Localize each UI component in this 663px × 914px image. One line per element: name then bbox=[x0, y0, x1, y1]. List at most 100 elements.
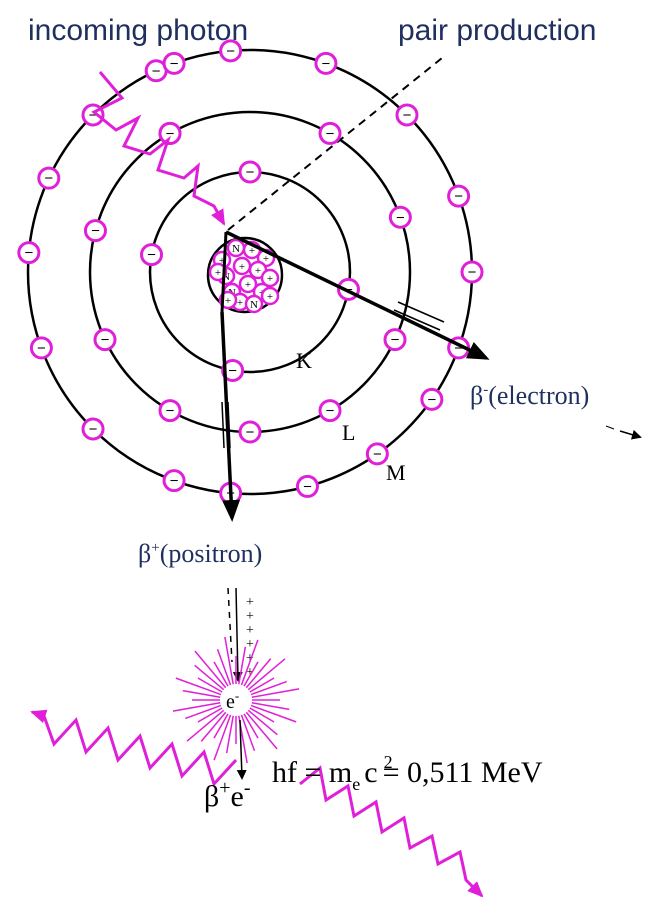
positron-plus-sign: + bbox=[246, 651, 254, 666]
svg-text:−: − bbox=[468, 264, 477, 281]
burst-ray bbox=[172, 702, 221, 712]
svg-text:+: + bbox=[225, 295, 231, 307]
svg-text:−: − bbox=[228, 362, 237, 379]
proton-particle: + bbox=[238, 274, 258, 294]
svg-text:−: − bbox=[147, 247, 156, 264]
burst-ray bbox=[213, 713, 229, 739]
svg-text:−: − bbox=[101, 332, 110, 349]
svg-text:−: − bbox=[303, 478, 312, 495]
pair-beta-e-label: β+e- bbox=[204, 777, 251, 813]
svg-text:−: − bbox=[373, 446, 382, 463]
svg-text:+: + bbox=[215, 267, 221, 279]
electron-marker: − bbox=[460, 260, 484, 284]
electron-marker: − bbox=[219, 39, 243, 63]
neutron-particle: N bbox=[244, 294, 264, 314]
burst-ray bbox=[213, 714, 232, 761]
svg-text:+: + bbox=[249, 245, 255, 257]
svg-text:−: − bbox=[170, 55, 179, 72]
burst-ray bbox=[250, 704, 297, 723]
burst-ray bbox=[249, 707, 275, 723]
pair-production-dashed-line bbox=[227, 57, 443, 231]
svg-text:−: − bbox=[326, 403, 335, 420]
svg-text:+: + bbox=[239, 261, 245, 273]
orbital-electrons: −−−−−−−−−−−−−−−−−−−−−−−−−−−−−−−− bbox=[17, 39, 484, 505]
burst-ray bbox=[245, 658, 272, 689]
svg-text:+: + bbox=[255, 265, 261, 277]
svg-text:−: − bbox=[166, 403, 175, 420]
electron-marker: − bbox=[140, 243, 164, 267]
burst-ray bbox=[194, 650, 227, 689]
positron-track bbox=[232, 587, 243, 682]
svg-text:−: − bbox=[454, 188, 463, 205]
electron-track-tick-2 bbox=[393, 309, 441, 331]
electron-marker: − bbox=[158, 399, 182, 423]
neutron-particle: N bbox=[226, 238, 246, 258]
burst-ray bbox=[197, 707, 223, 723]
svg-text:−: − bbox=[226, 43, 235, 60]
gamma-ray-right bbox=[299, 765, 484, 898]
svg-text:−: − bbox=[246, 424, 255, 441]
svg-text:−: − bbox=[326, 125, 335, 142]
burst-ray bbox=[238, 646, 247, 685]
svg-text:−: − bbox=[391, 332, 400, 349]
electron-marker: − bbox=[37, 166, 61, 190]
svg-text:−: − bbox=[24, 245, 33, 262]
electron-marker: − bbox=[447, 184, 471, 208]
burst-ray bbox=[251, 688, 300, 698]
burst-ray bbox=[216, 649, 232, 686]
svg-text:N: N bbox=[222, 271, 230, 283]
svg-text:N: N bbox=[232, 243, 240, 255]
positron-charge-signs: ++++++ bbox=[246, 595, 254, 680]
pair-production-label: pair production bbox=[398, 14, 596, 47]
burst-ray bbox=[247, 658, 286, 691]
burst-ray bbox=[185, 704, 222, 720]
svg-text:−: − bbox=[91, 223, 100, 240]
burst-ray bbox=[243, 661, 259, 687]
beta-plus-label: β+(positron) bbox=[138, 539, 262, 568]
svg-text:−: − bbox=[89, 421, 98, 438]
electron-track bbox=[225, 230, 490, 360]
electron-marker: − bbox=[395, 103, 419, 127]
positron-plus-sign: + bbox=[246, 665, 254, 680]
burst-ray bbox=[249, 677, 275, 693]
electron-marker: − bbox=[314, 51, 338, 75]
shell-m-label: M bbox=[386, 460, 406, 485]
triangle-top-line bbox=[220, 231, 228, 313]
electron-marker: − bbox=[81, 417, 105, 441]
positron-track-tick-2 bbox=[227, 401, 231, 449]
burst-ray bbox=[225, 715, 234, 754]
svg-text:−: − bbox=[37, 340, 46, 357]
proton-particle: + bbox=[232, 256, 252, 276]
positron-track-tick-1 bbox=[221, 401, 225, 449]
svg-text:+: + bbox=[219, 255, 225, 267]
electron-marker: − bbox=[238, 420, 262, 444]
positron-dashed-track bbox=[227, 587, 233, 663]
burst-ray bbox=[224, 636, 234, 685]
svg-text:+: + bbox=[267, 291, 273, 303]
svg-text:−: − bbox=[170, 473, 179, 490]
annihilation-burst bbox=[172, 636, 300, 764]
annihilation-electron-label: e- bbox=[226, 688, 239, 713]
incoming-photon-wave bbox=[91, 71, 226, 226]
electron-marker: − bbox=[17, 241, 41, 265]
electron-marker: − bbox=[365, 442, 389, 466]
burst-ray bbox=[247, 709, 278, 736]
burst-ray bbox=[245, 711, 278, 750]
svg-text:−: − bbox=[427, 391, 436, 408]
nucleus: +N++N+++N+++N+++ bbox=[206, 236, 284, 314]
burst-ray bbox=[213, 661, 229, 687]
electron-marker: − bbox=[238, 160, 262, 184]
burst-ray bbox=[240, 639, 259, 686]
svg-text:−: − bbox=[89, 107, 98, 124]
electron-marker: − bbox=[29, 336, 53, 360]
proton-particle: + bbox=[260, 268, 280, 288]
electron-marker: − bbox=[318, 121, 342, 145]
positron-plus-sign: + bbox=[246, 637, 254, 652]
shell-k-label: K bbox=[296, 348, 312, 373]
burst-ray bbox=[194, 664, 225, 691]
beta-minus-label: β-(electron) bbox=[470, 381, 589, 410]
svg-text:+: + bbox=[237, 297, 243, 309]
svg-text:+: + bbox=[245, 279, 251, 291]
burst-ray bbox=[240, 714, 256, 751]
